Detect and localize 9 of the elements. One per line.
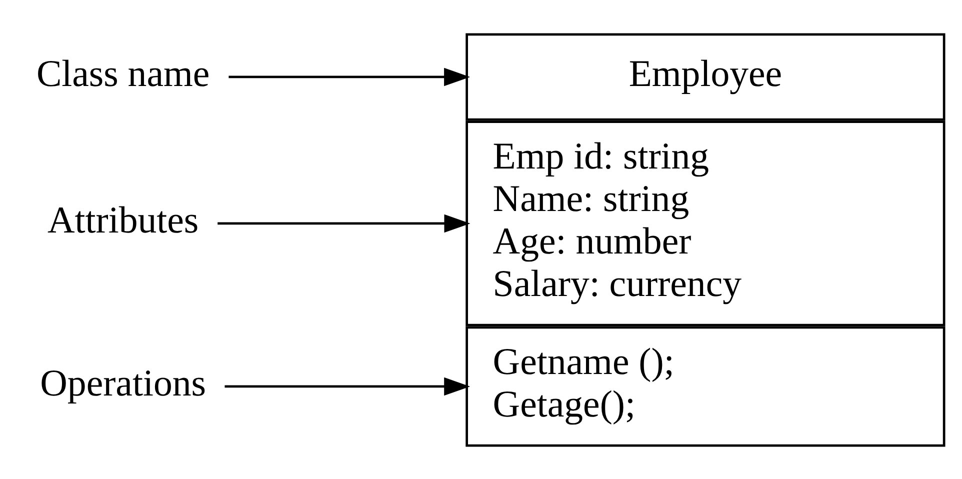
arrow [218, 214, 470, 232]
node-box: Emp id: string Name: string Age: number Salary: currency [466, 120, 946, 326]
node-text: Operations [40, 362, 206, 404]
node-box: Employee [466, 32, 946, 120]
node-text: Class name [36, 52, 210, 94]
node-box: Getname (); Getage(); [466, 326, 946, 446]
node-text: Attributes [47, 198, 199, 241]
arrow [224, 376, 470, 396]
arrow [228, 67, 470, 86]
